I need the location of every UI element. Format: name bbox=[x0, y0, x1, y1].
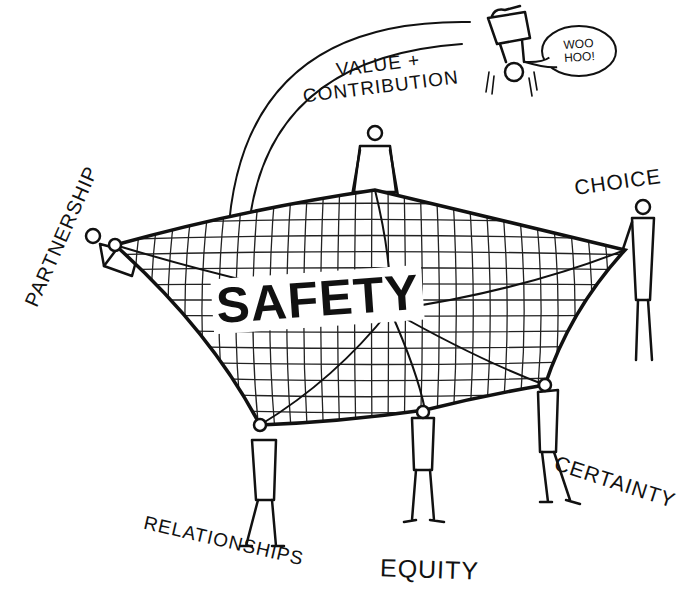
stick-figure bbox=[622, 200, 654, 360]
mesh-line bbox=[83, 180, 100, 442]
value-label: CHOICE bbox=[573, 164, 663, 200]
exclamation-text: WOO HOO! bbox=[558, 36, 600, 65]
figure-head bbox=[254, 419, 266, 431]
value-label: EQUITY bbox=[380, 553, 480, 585]
mesh-line bbox=[100, 420, 640, 429]
stick-figure bbox=[404, 418, 444, 522]
mesh-line bbox=[168, 180, 180, 442]
net-seam bbox=[390, 250, 625, 310]
safety-net: SAFETY bbox=[100, 180, 640, 442]
mesh-line bbox=[100, 219, 640, 225]
mesh-line bbox=[100, 390, 640, 397]
bubble-tail bbox=[524, 57, 557, 67]
mesh-line bbox=[468, 180, 473, 442]
mesh-line bbox=[100, 171, 640, 180]
speech-bubble: WOO HOO! bbox=[540, 24, 618, 78]
mesh-line bbox=[516, 180, 524, 442]
net-seam bbox=[390, 310, 545, 385]
mesh-line bbox=[596, 180, 609, 442]
mesh-line bbox=[185, 180, 196, 442]
mesh-line bbox=[134, 180, 148, 442]
net-mesh bbox=[83, 171, 643, 445]
bubble-shape bbox=[542, 26, 616, 76]
mesh-line bbox=[532, 180, 541, 442]
net-rim bbox=[115, 190, 625, 425]
value-label: CERTAINTY bbox=[551, 451, 678, 513]
mesh-line bbox=[484, 180, 490, 442]
stick-figure bbox=[538, 390, 580, 504]
value-label: VALUE + CONTRIBUTION bbox=[290, 43, 469, 108]
mesh-line bbox=[564, 180, 575, 442]
mesh-line bbox=[151, 180, 164, 442]
net-seams bbox=[115, 190, 625, 425]
figure-head bbox=[109, 239, 121, 251]
jumping-figure bbox=[486, 6, 537, 96]
mesh-line bbox=[100, 236, 640, 241]
mesh-line bbox=[548, 180, 558, 442]
mesh-line bbox=[100, 405, 640, 413]
mesh-line bbox=[100, 435, 640, 445]
stick-figure bbox=[352, 126, 398, 196]
net-seam bbox=[390, 310, 425, 410]
mesh-line bbox=[580, 180, 592, 442]
figure-head bbox=[417, 406, 429, 418]
value-label: RELATIONSHIPS bbox=[142, 512, 306, 570]
mesh-line bbox=[100, 252, 640, 255]
mesh-line bbox=[100, 203, 640, 210]
mesh-line bbox=[100, 330, 640, 332]
mesh-line bbox=[117, 180, 132, 442]
mesh-line bbox=[628, 180, 643, 442]
figure-head bbox=[539, 379, 551, 391]
mesh-line bbox=[100, 375, 640, 381]
mesh-line bbox=[612, 180, 626, 442]
mesh-line bbox=[100, 360, 640, 365]
net-fill bbox=[115, 190, 625, 425]
stick-figure bbox=[240, 440, 284, 546]
mesh-line bbox=[100, 180, 116, 442]
